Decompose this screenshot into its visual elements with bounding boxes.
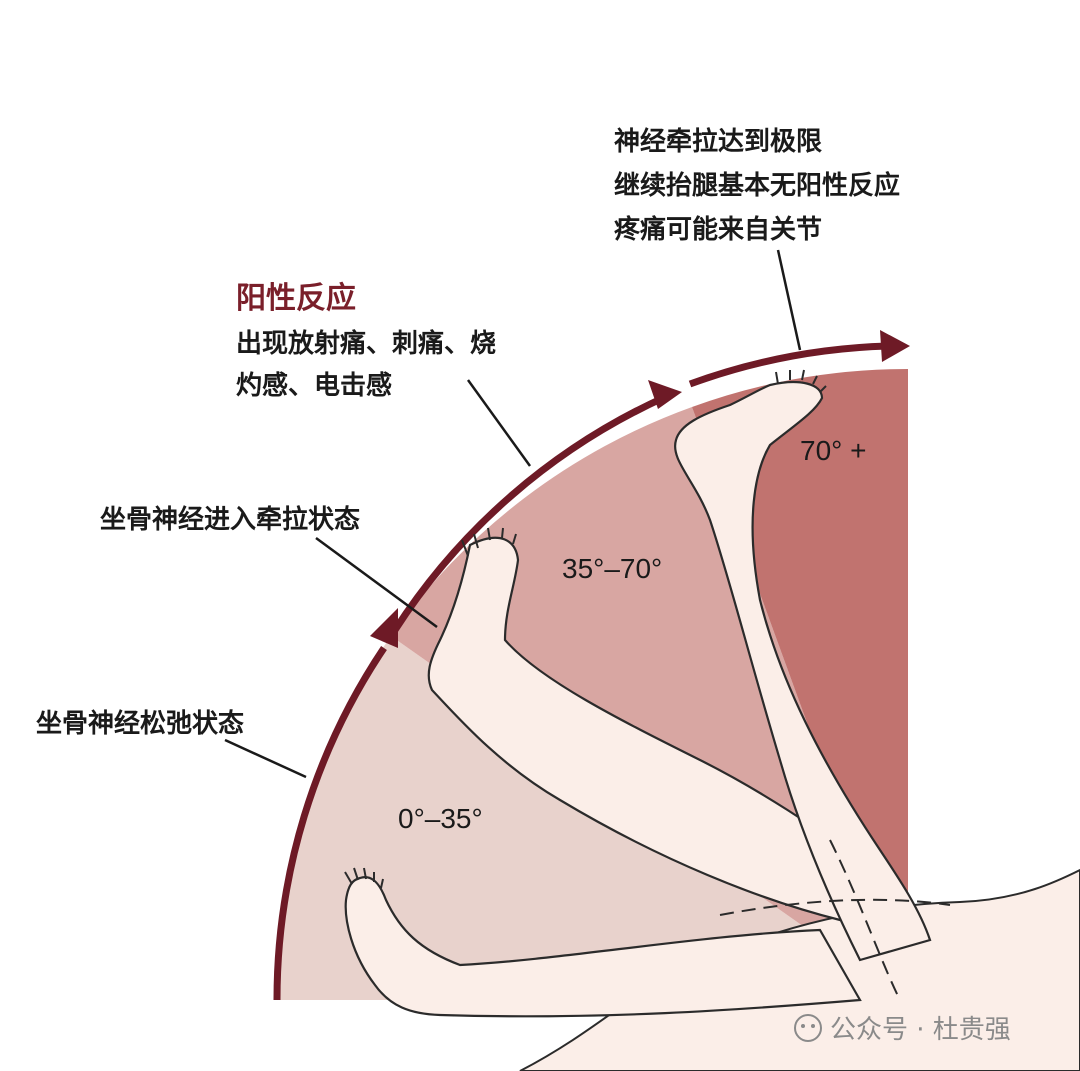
- leg-flat: [344, 876, 862, 1018]
- leader-traction: [315, 536, 438, 629]
- annotation-limit-line-1: 神经牵拉达到极限: [614, 126, 822, 157]
- zone-label-0-35: 0°–35°: [398, 803, 483, 834]
- annotation-limit-line-2: 继续抬腿基本无阳性反应: [614, 170, 900, 201]
- leader-relaxed: [224, 738, 307, 779]
- arrowhead-3: [880, 330, 910, 362]
- wechat-icon: [794, 1014, 822, 1042]
- leg-full-raise: [673, 381, 932, 962]
- arc-segment-1: [273, 646, 387, 1001]
- annotation-traction: 坐骨神经进入牵拉状态: [100, 504, 360, 535]
- arrowhead-1: [370, 608, 398, 648]
- arc-segment-3: [688, 342, 889, 388]
- leader-positive: [466, 379, 532, 467]
- annotation-relaxed: 坐骨神经松弛状态: [36, 708, 244, 739]
- arrowhead-2: [648, 380, 682, 409]
- annotation-positive-line-1: 出现放射痛、刺痛、烧: [236, 328, 496, 359]
- leader-limit: [776, 249, 802, 351]
- leg-mid-toes: [461, 527, 517, 557]
- annotation-positive-line-2: 灼感、电击感: [236, 370, 392, 401]
- watermark-text: 公众号 · 杜贵强: [830, 1015, 1011, 1045]
- leg-full-toes: [775, 369, 827, 393]
- arc-segment-2: [392, 394, 665, 632]
- zone-label-70-plus: 70° +: [800, 435, 866, 466]
- leg-flat-toes: [344, 867, 384, 889]
- annotation-limit-line-3: 疼痛可能来自关节: [614, 214, 822, 245]
- watermark: 公众号 · 杜贵强: [794, 1014, 1011, 1045]
- zone-label-35-70: 35°–70°: [562, 553, 662, 584]
- nerve-dashed-lines: [719, 839, 951, 1001]
- annotation-positive-title: 阳性反应: [236, 281, 356, 316]
